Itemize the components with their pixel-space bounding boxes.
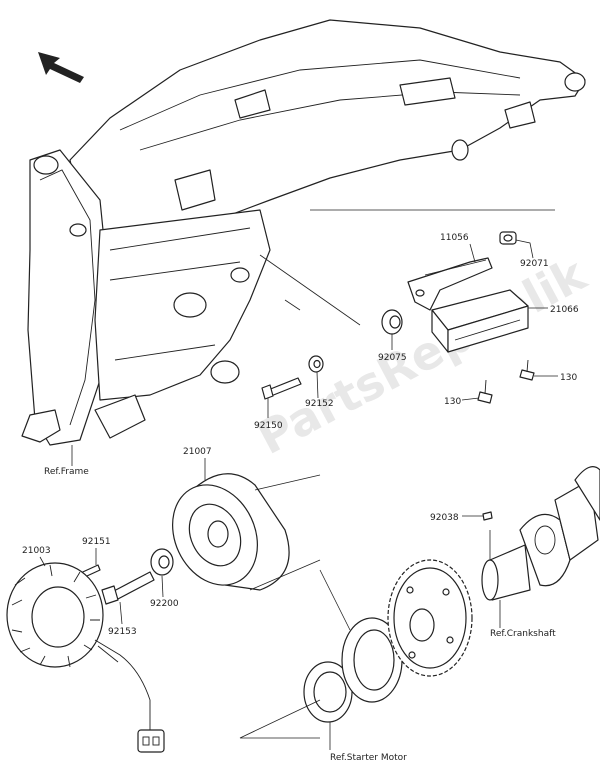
starter-gear <box>387 559 473 677</box>
lead-flywheel-top <box>254 474 321 491</box>
stator-21003 <box>6 562 165 753</box>
callout-starter-motor: Ref.Starter Motor <box>329 722 407 763</box>
label-92075: 92075 <box>378 353 407 363</box>
callout-11056: 11056 <box>440 233 476 263</box>
ref-frame-label: Ref.Frame <box>44 467 89 477</box>
woodruff-key-92038 <box>482 511 493 521</box>
bolt-92150 <box>261 377 302 400</box>
label-11056: 11056 <box>440 233 469 243</box>
front-arrow-icon <box>38 52 84 83</box>
callout-92071: 92071 <box>515 239 549 269</box>
ecu-21066 <box>431 289 529 353</box>
callout-frame: Ref.Frame <box>44 445 89 477</box>
label-130-left: 130 <box>444 397 461 407</box>
callout-crankshaft: Ref.Crankshaft <box>490 600 556 639</box>
label-92038: 92038 <box>430 513 459 523</box>
label-21003: 21003 <box>22 546 51 556</box>
frame-assembly <box>21 19 586 446</box>
lead-starter <box>239 699 321 739</box>
bolt-130-left <box>477 379 493 404</box>
lead-frame-bolt <box>284 299 301 311</box>
collar-92075 <box>381 309 403 335</box>
one-way-clutch <box>303 661 353 723</box>
callout-92152: 92152 <box>305 371 334 409</box>
bolt-130-right <box>519 359 535 381</box>
crankshaft <box>481 466 600 601</box>
label-130-right: 130 <box>560 373 577 383</box>
flywheel-21007 <box>172 473 290 591</box>
washer-92152 <box>308 355 324 373</box>
label-92200: 92200 <box>150 599 179 609</box>
callout-21066: 21066 <box>528 305 579 315</box>
washer-92200 <box>150 548 174 576</box>
callout-130-right: 130 <box>534 373 577 383</box>
callout-92200: 92200 <box>150 575 179 609</box>
label-21007: 21007 <box>183 447 212 457</box>
callout-21007: 21007 <box>183 447 212 480</box>
callout-21003: 21003 <box>22 546 51 567</box>
starter-clutch-housing <box>341 617 403 703</box>
bolt-92153 <box>101 571 155 605</box>
bracket-11056 <box>407 257 493 311</box>
label-21066: 21066 <box>550 305 579 315</box>
ref-crankshaft-label: Ref.Crankshaft <box>490 629 556 639</box>
lead-clutch <box>319 569 351 631</box>
lead-frame-92075 <box>259 254 361 326</box>
label-92150: 92150 <box>254 421 283 431</box>
callout-92153: 92153 <box>108 601 137 637</box>
label-92152: 92152 <box>305 399 334 409</box>
callout-92038: 92038 <box>430 513 483 523</box>
label-92151: 92151 <box>82 537 111 547</box>
label-92153: 92153 <box>108 627 137 637</box>
ref-starter-motor-label: Ref.Starter Motor <box>330 753 407 763</box>
callout-92075: 92075 <box>378 334 407 363</box>
lead-flywheel <box>249 559 321 591</box>
label-92071: 92071 <box>520 259 549 269</box>
callout-130-left: 130 <box>444 397 480 407</box>
grommet-92071 <box>499 231 517 245</box>
callout-92150: 92150 <box>254 398 283 431</box>
callout-92151: 92151 <box>82 537 111 565</box>
